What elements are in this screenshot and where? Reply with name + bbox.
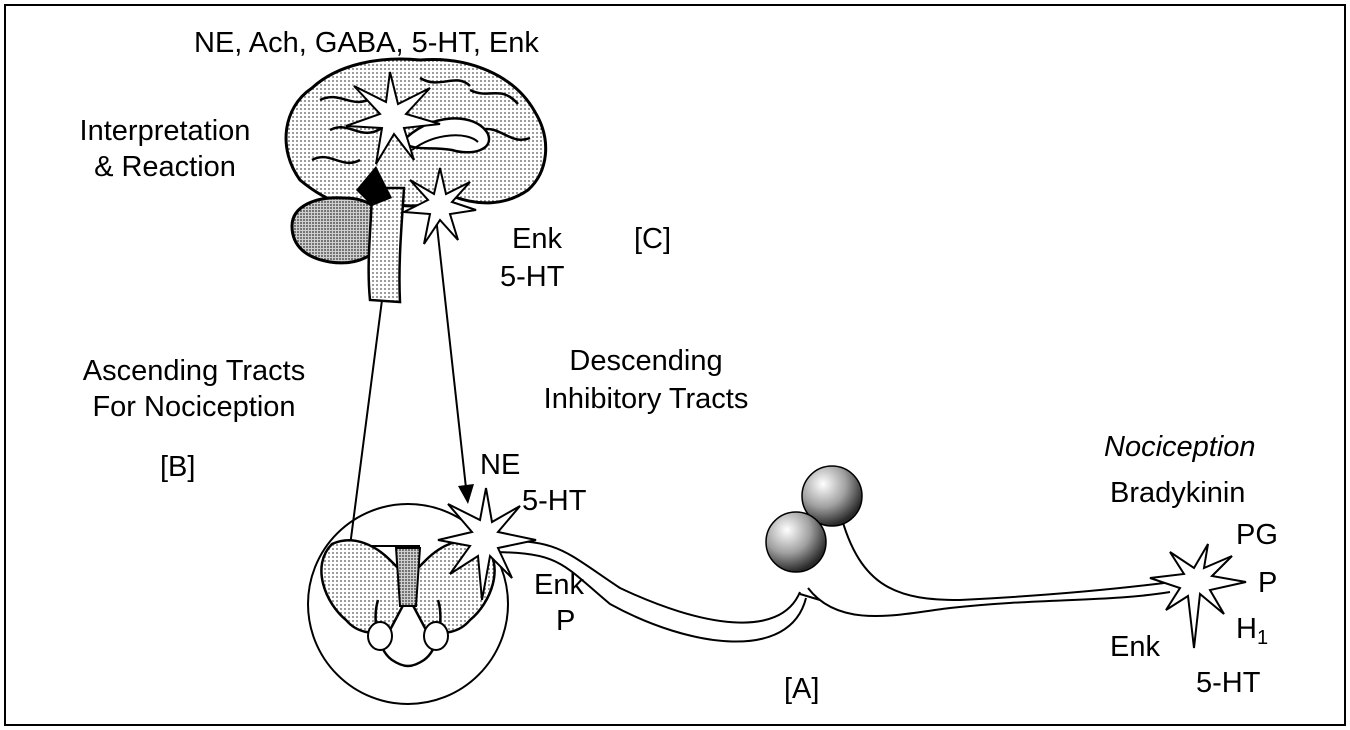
- brainstem-5ht-label: 5-HT: [500, 260, 564, 294]
- region-a-label: [A]: [784, 672, 819, 706]
- nociception-label: Nociception: [1104, 430, 1256, 464]
- peripheral-enk-label: Enk: [1110, 630, 1160, 664]
- brainstem-enk-label: Enk: [512, 222, 562, 256]
- spinal-5ht-label: 5-HT: [522, 484, 586, 518]
- for-nociception-label: For Nociception: [44, 390, 344, 424]
- region-b-label: [B]: [160, 450, 195, 484]
- ganglion-cell-lower: [766, 512, 826, 572]
- interpretation-label: Interpretation: [50, 114, 280, 148]
- descending-tract-line: [435, 208, 466, 488]
- h1-label: H1: [1236, 612, 1268, 655]
- h1-subscript: 1: [1257, 627, 1268, 649]
- spinal-enk-label: Enk: [534, 568, 584, 602]
- descending-arrowhead: [458, 484, 474, 504]
- peripheral-p-label: P: [1258, 566, 1277, 600]
- inhibitory-tracts-label: Inhibitory Tracts: [506, 382, 786, 416]
- reaction-label: & Reaction: [50, 150, 280, 184]
- descending-label: Descending: [506, 344, 786, 378]
- starburst-peripheral: [1150, 544, 1246, 648]
- nerve-fiber: [486, 512, 1172, 642]
- ascending-tract-line: [350, 300, 420, 546]
- bradykinin-label: Bradykinin: [1110, 476, 1245, 510]
- spinal-p-label: P: [556, 604, 575, 638]
- brain-transmitters-label: NE, Ach, GABA, 5-HT, Enk: [194, 26, 539, 60]
- h1-letter: H: [1236, 613, 1257, 645]
- peripheral-5ht-label: 5-HT: [1196, 666, 1260, 700]
- region-c-label: [C]: [634, 222, 671, 256]
- ascending-tracts-label: Ascending Tracts: [44, 354, 344, 388]
- spinal-ne-label: NE: [480, 448, 520, 482]
- pg-label: PG: [1236, 518, 1278, 552]
